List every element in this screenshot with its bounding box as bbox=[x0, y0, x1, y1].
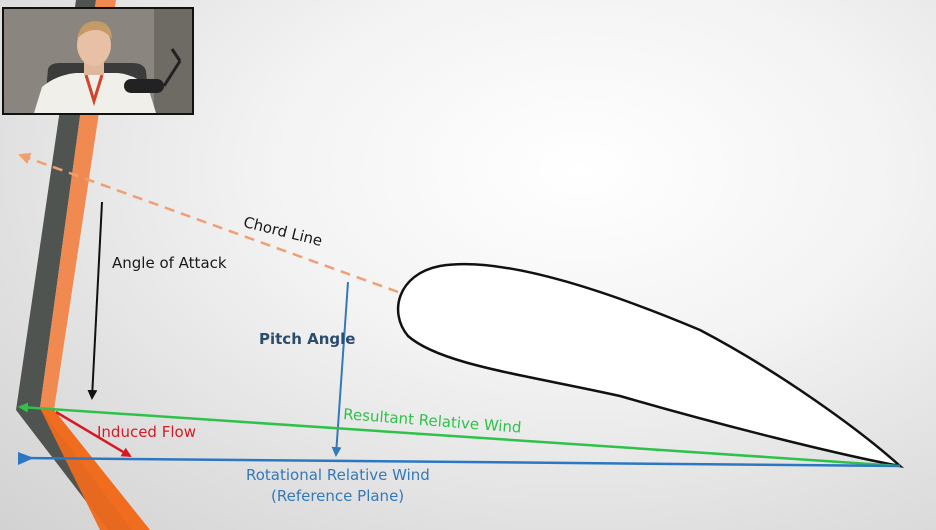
induced-flow-arrow bbox=[55, 410, 132, 458]
pitch-angle-arrow bbox=[331, 281, 349, 457]
rotational-wind-label: Rotational Relative Wind bbox=[246, 466, 430, 484]
angle-of-attack-label: Angle of Attack bbox=[112, 254, 227, 272]
resultant-wind-line bbox=[18, 402, 901, 468]
airfoil bbox=[396, 262, 905, 469]
webcam-overlay bbox=[2, 7, 194, 115]
presenter-video-icon bbox=[4, 9, 192, 113]
rotational-wind-arrowhead bbox=[18, 452, 34, 465]
angle-of-attack-arrow bbox=[87, 201, 103, 400]
rotational-wind-line bbox=[21, 456, 901, 468]
orange-rotor-band-lower bbox=[40, 408, 150, 530]
reference-plane-label: (Reference Plane) bbox=[271, 487, 405, 505]
induced-flow-label: Induced Flow bbox=[97, 423, 196, 441]
pitch-angle-label: Pitch Angle bbox=[259, 330, 356, 348]
